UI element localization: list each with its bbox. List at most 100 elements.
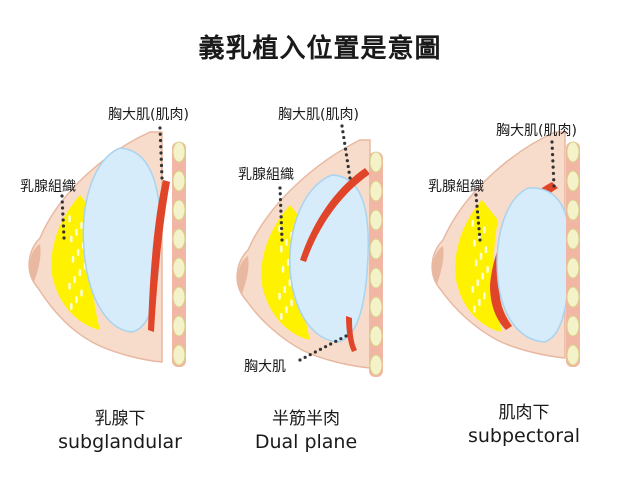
gland-lobule	[70, 303, 73, 310]
rib-cage	[566, 141, 580, 367]
gland-lobule	[286, 259, 290, 266]
areola	[29, 244, 41, 282]
rib-bone	[369, 296, 383, 318]
leader-dot	[160, 176, 164, 180]
leader-dot	[339, 337, 343, 341]
caption-zh: 半筋半肉	[272, 409, 340, 429]
rib-bone	[566, 344, 580, 366]
gland-lobule	[68, 215, 71, 223]
leader-dot	[280, 232, 284, 236]
gland-lobule	[474, 259, 478, 267]
areola	[432, 246, 444, 284]
leader-dot	[313, 350, 317, 354]
leader-dot	[345, 159, 349, 163]
gland-lobules	[278, 225, 297, 320]
leader-dot	[60, 200, 64, 204]
leader-dot	[158, 132, 162, 136]
leader-dot	[278, 186, 282, 190]
rib-bone	[566, 228, 580, 250]
leader-dot	[279, 209, 283, 213]
leader-dot	[477, 232, 482, 236]
gland-lobules	[68, 215, 87, 310]
label-gland-2: 乳腺組織	[238, 167, 294, 183]
leader-dot	[159, 151, 163, 155]
panel-dual-plane	[236, 139, 383, 377]
leader-dot	[279, 221, 283, 225]
gland-lobule	[283, 286, 286, 293]
rib-bone	[566, 315, 580, 337]
leader-gland-1	[60, 194, 66, 240]
leader-dot	[60, 206, 65, 210]
caption-subglandular: 乳腺下 subglandular	[20, 404, 220, 453]
rib-bone	[369, 151, 383, 173]
leader-dot	[476, 215, 480, 220]
leader-dot	[551, 171, 556, 176]
leader-dot	[347, 170, 351, 174]
gland-lobules	[471, 219, 489, 313]
gland-lobule	[71, 255, 75, 263]
leader-dot	[318, 347, 323, 351]
label-pectoralis-3: 胸大肌(肌肉)	[496, 123, 577, 139]
gland-lobule	[73, 276, 76, 283]
rib-bone	[566, 199, 580, 221]
rib-bone	[369, 325, 383, 347]
leader-dot	[344, 153, 349, 157]
leader-dot	[340, 124, 344, 128]
rib-bone	[172, 286, 186, 308]
leader-dot	[159, 163, 164, 168]
rib-bone	[369, 267, 383, 289]
rib-column	[172, 142, 186, 367]
label-gland-3: 乳腺組織	[428, 179, 484, 195]
implant	[289, 174, 369, 343]
rib-bone	[566, 257, 580, 279]
gland-lobule	[479, 252, 483, 260]
leader-dot	[279, 215, 283, 219]
leader-muscle-1	[158, 126, 164, 180]
leader-dot	[329, 342, 333, 346]
rib-bone	[172, 199, 186, 221]
leader-dot	[158, 138, 163, 143]
leader-dot	[348, 176, 352, 180]
gland-lobule	[288, 279, 292, 287]
gland-tissue	[455, 200, 502, 332]
gland-lobule	[471, 219, 475, 227]
rib-bone	[369, 180, 383, 202]
leader-dot	[346, 164, 350, 169]
rib-bone	[172, 170, 186, 192]
leader-dot	[550, 140, 554, 144]
gland-lobule	[280, 245, 283, 253]
leader-dot	[158, 126, 162, 130]
leader-dot	[62, 236, 66, 240]
leader-dot	[477, 227, 481, 231]
rib-column	[369, 152, 383, 377]
gland-lobule	[75, 296, 78, 304]
gland-lobule	[70, 235, 73, 243]
gland-lobule	[285, 238, 288, 246]
leader-dot	[552, 178, 556, 182]
caption-dual-plane: 半筋半肉 Dual plane	[206, 404, 406, 453]
leader-dot	[550, 146, 554, 150]
leader-dot	[551, 165, 555, 169]
gland-lobule	[478, 299, 481, 306]
leader-dot	[278, 197, 283, 202]
leader-dot	[60, 194, 64, 198]
rib-bone	[566, 170, 580, 192]
pectoralis-lower	[346, 316, 357, 352]
caption-subpectoral: 肌肉下 subpectoral	[424, 398, 624, 447]
gland-lobule	[281, 265, 285, 273]
leader-dot	[159, 145, 163, 149]
rib-bone	[172, 344, 186, 366]
gland-lobule	[290, 299, 293, 307]
gland-lobule	[280, 313, 283, 320]
gland-lobule	[471, 285, 475, 293]
leader-dot	[303, 355, 307, 359]
leader-dot	[61, 224, 66, 228]
leader-dot	[474, 193, 478, 197]
caption-zh: 肌肉下	[498, 403, 550, 423]
leader-dot	[278, 192, 282, 196]
rib-bone	[566, 141, 580, 163]
leader-dot	[474, 199, 479, 203]
leader-dot	[550, 152, 555, 157]
gland-lobule	[80, 289, 83, 297]
